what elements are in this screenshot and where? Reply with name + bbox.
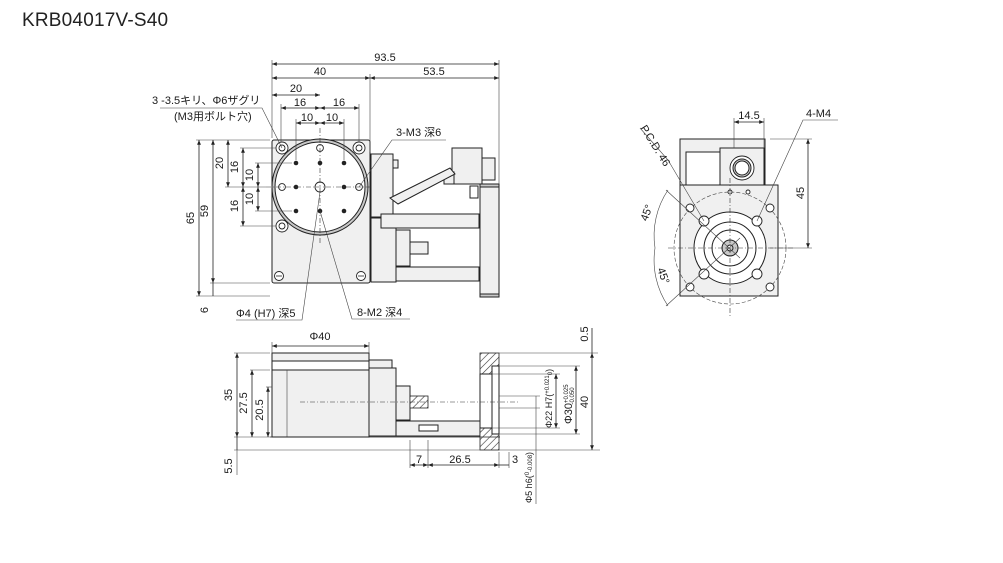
m2-tap-callout: 8-M2 深4 [357, 306, 402, 319]
dia30-label: Φ30 [563, 403, 575, 424]
dim-16-lower: 16 [229, 200, 241, 212]
dim-20-5: 20.5 [254, 399, 266, 420]
motor-flange [479, 185, 500, 297]
shaft5-tol-lower: -0.008 [528, 454, 534, 472]
cable [389, 167, 456, 205]
bore22-tol-lower: 0 [548, 371, 554, 375]
dim-10-lower: 10 [244, 193, 256, 205]
dim-3: 3 [512, 454, 518, 466]
dim-93-5: 93.5 [374, 52, 395, 64]
dim-0-5: 0.5 [579, 326, 591, 341]
shaft5-close: ) [524, 452, 534, 455]
shaft5-tol-upper: 0 [525, 471, 531, 475]
bore22-close: ) [544, 369, 554, 372]
shaft5-label: Φ5 h6( [524, 475, 534, 503]
dim-6: 6 [199, 307, 211, 313]
counterbore-callout: 3 -3.5キリ、Φ6ザグリ [152, 93, 260, 107]
dim-45: 45 [795, 187, 807, 199]
dim-65: 65 [185, 212, 197, 224]
dim-35: 35 [223, 389, 235, 401]
counterbore-callout-note: (M3用ボルト穴) [174, 109, 252, 123]
dim-20: 20 [290, 83, 302, 95]
angle-45-upper: 45° [639, 203, 656, 223]
dim-10-left: 10 [301, 112, 313, 124]
dim-16-upper: 16 [229, 161, 241, 173]
motor-cable-box [451, 147, 483, 185]
dia30-callout: Φ30+0.025-0.050 [563, 384, 576, 424]
drawing-title: KRB04017V-S40 [22, 10, 169, 31]
bore22-label: Φ22 H7( [544, 394, 554, 428]
dim-16-right: 16 [333, 97, 345, 109]
end-view: 14.5 45 45° 45° P.C.D. 46 4-M4 [637, 108, 838, 318]
dim-26-5: 26.5 [449, 454, 470, 466]
side-view: Φ40 35 27.5 20.5 5.5 0.5 40 Φ22 H7(+0.02… [223, 326, 600, 504]
dim-40: 40 [314, 66, 326, 78]
top-view: 93.5 40 53.5 20 16 16 10 10 65 59 20 16 … [152, 52, 500, 321]
dim-53-5: 53.5 [423, 66, 444, 78]
dim-10-right: 10 [326, 112, 338, 124]
side-table-top [271, 352, 370, 362]
dim-7: 7 [416, 454, 422, 466]
worm-housing [370, 153, 394, 218]
m3-tap-callout: 3-M3 深6 [396, 126, 441, 139]
upper-rail [380, 213, 480, 229]
corner-holes [685, 203, 775, 292]
dia30-tol-upper: +0.025 [564, 384, 570, 403]
m2-tap-holes [293, 160, 347, 214]
shaft5-callout: Φ5 h6(0-0.008) [524, 452, 534, 503]
dim-40-vertical: 40 [579, 396, 591, 408]
dim-14-5: 14.5 [738, 110, 759, 122]
dim-27-5: 27.5 [238, 392, 250, 413]
angle-45-lower: 45° [654, 266, 671, 286]
dim-10-upper: 10 [244, 169, 256, 181]
dim-59: 59 [199, 205, 211, 217]
pcd-callout: P.C.D. 46 [637, 123, 672, 169]
pin-hole-callout: Φ4 (H7) 深5 [236, 307, 296, 320]
side-body [271, 369, 370, 438]
dim-20-vertical: 20 [214, 157, 226, 169]
bore22-callout: Φ22 H7(+0.0210) [544, 369, 554, 428]
lower-rail [395, 266, 480, 282]
dim-5-5: 5.5 [223, 458, 235, 473]
dia30-tol-lower: -0.050 [570, 387, 576, 405]
bore22-tol-upper: +0.021 [545, 375, 551, 394]
dim-16-left: 16 [294, 97, 306, 109]
dim-dia40: Φ40 [309, 331, 330, 343]
m4-callout: 4-M4 [806, 108, 831, 120]
